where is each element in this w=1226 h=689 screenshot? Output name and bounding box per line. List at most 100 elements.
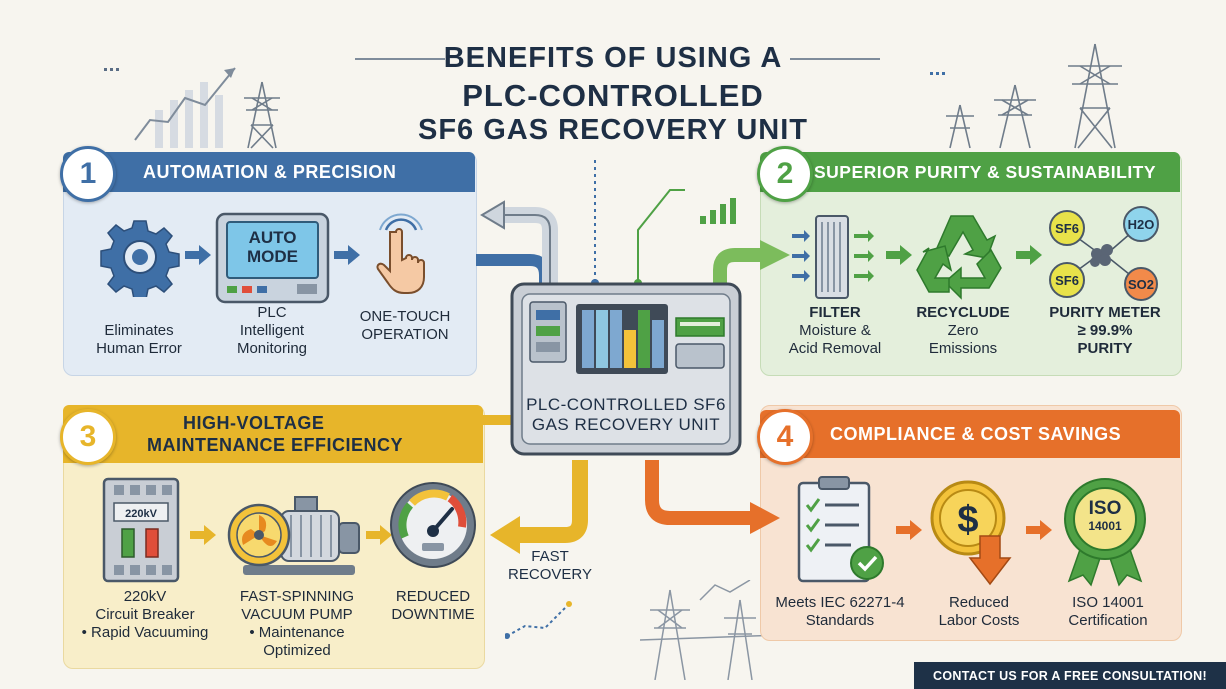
transmission-towers-sketch	[930, 43, 1122, 149]
center-unit-line1: PLC-CONTROLLED SF6	[526, 395, 726, 414]
plc-screen-line1: AUTO	[248, 228, 297, 247]
caption-plc-monitoring: PLC Intelligent Monitoring	[214, 304, 330, 358]
panel-3-number-text: 3	[79, 420, 97, 453]
panel-2-number-text: 2	[776, 157, 794, 190]
title-rule-left	[355, 58, 445, 60]
caption-recyclude: RECYCLUDE Zero Emissions	[905, 304, 1021, 358]
panel-1-title: AUTOMATION & PRECISION	[143, 161, 397, 182]
molecule-label-h2o: H2O	[1128, 217, 1155, 232]
consultation-button-label: CONTACT US FOR A FREE CONSULTATION!	[933, 668, 1207, 683]
panel-2-number: 2	[757, 146, 813, 202]
caption-line: ONE-TOUCH	[359, 308, 451, 325]
caption-line: FILTER	[809, 304, 861, 321]
caption-one-touch-operation: ONE-TOUCH OPERATION	[345, 308, 465, 344]
recycle-icon	[916, 215, 1002, 300]
arrow-right-icon	[334, 245, 360, 265]
arrow-right-icon	[886, 245, 912, 265]
gas-recovery-unit-icon	[510, 282, 742, 456]
dotted-trend-decoration	[505, 601, 572, 639]
caption-line: Eliminates	[104, 322, 174, 339]
arrow-right-icon	[185, 245, 211, 265]
page-title-line3: SF6 GAS RECOVERY UNIT	[417, 114, 808, 146]
caption-line: Human Error	[96, 340, 182, 357]
caption-eliminates-human-error: Eliminates Human Error	[78, 322, 200, 358]
caption-filter: FILTER Moisture & Acid Removal	[780, 304, 890, 358]
iso-badge-line1: ISO	[1088, 498, 1122, 519]
panel-1-number-text: 1	[79, 157, 97, 190]
plc-screen-text: AUTO MODE	[227, 228, 318, 266]
caption-line: Certification	[1068, 612, 1148, 629]
caption-line: Moisture &	[799, 322, 871, 339]
arrow-right-icon	[1026, 520, 1052, 540]
fast-recovery-label: FAST RECOVERY	[495, 548, 605, 584]
page-title-line2: PLC-CONTROLLED	[462, 78, 764, 113]
caption-reduced-downtime: REDUCED DOWNTIME	[378, 588, 488, 624]
panel-2-header: SUPERIOR PURITY & SUSTAINABILITY	[760, 152, 1180, 192]
caption-purity-meter: PURITY METER ≥ 99.9% PURITY	[1040, 304, 1170, 358]
caption-line: • Rapid Vacuuming	[81, 624, 209, 641]
molecule-label-so2: SO2	[1128, 277, 1154, 292]
iso-badge-text: ISO 14001	[1075, 498, 1135, 534]
panel-3-header: HIGH-VOLTAGE MAINTENANCE EFFICIENCY	[63, 405, 483, 463]
fast-recovery-line1: FAST	[531, 548, 569, 565]
caption-line: ISO 14001	[1072, 594, 1144, 611]
panel-2-title: SUPERIOR PURITY & SUSTAINABILITY	[814, 161, 1157, 182]
caption-line: Labor Costs	[938, 612, 1020, 629]
gauge-icon	[390, 482, 476, 568]
caption-iso-certification: ISO 14001 Certification	[1048, 594, 1168, 630]
caption-line: Monitoring	[236, 340, 308, 357]
gear-icon	[100, 220, 180, 297]
arrow-right-icon	[1016, 245, 1042, 265]
caption-line: FAST-SPINNING	[239, 588, 355, 605]
vacuum-pump-icon	[227, 496, 360, 575]
caption-reduced-labor-costs: Reduced Labor Costs	[924, 594, 1034, 630]
touch-hand-icon	[376, 213, 425, 294]
panel-1-header: AUTOMATION & PRECISION	[63, 152, 475, 192]
caption-line: REDUCED	[395, 588, 471, 605]
growth-chart-sketch	[104, 67, 236, 148]
caption-line: RECYCLUDE	[916, 304, 1010, 321]
arrow-right-icon	[190, 525, 216, 545]
caption-line: VACUUM PUMP	[241, 606, 353, 623]
fast-recovery-line2: RECOVERY	[508, 566, 592, 583]
transmission-tower-sketch	[244, 81, 280, 149]
signal-bars-icon	[700, 198, 736, 224]
panel-4-number: 4	[757, 409, 813, 465]
molecule-label-sf6: SF6	[1055, 273, 1079, 288]
caption-line: Acid Removal	[788, 340, 882, 357]
panel-4-header: COMPLIANCE & COST SAVINGS	[760, 410, 1180, 458]
panel-1-number: 1	[60, 146, 116, 202]
arrow-right-icon	[366, 525, 392, 545]
caption-line: Reduced	[948, 594, 1010, 611]
caption-vacuum-pump: FAST-SPINNING VACUUM PUMP • Maintenance …	[226, 588, 368, 660]
arrow-right-icon	[896, 520, 922, 540]
caption-line: 220kV	[123, 588, 167, 605]
iso-badge-line2: 14001	[1088, 519, 1122, 533]
dollar-coin-icon: $	[930, 480, 1012, 586]
caption-line: PURITY	[1077, 340, 1133, 357]
panel-3-title-line2: MAINTENANCE EFFICIENCY	[147, 435, 404, 455]
caption-line: PURITY METER	[1049, 304, 1161, 321]
filter-icon	[792, 215, 874, 299]
circuit-breaker-icon: 220kV	[102, 477, 180, 583]
caption-line: Meets IEC 62271-4	[775, 594, 905, 611]
caption-circuit-breaker: 220kV Circuit Breaker • Rapid Vacuuming	[70, 588, 220, 642]
caption-line: Emissions	[928, 340, 998, 357]
plc-screen-icon	[215, 212, 330, 304]
consultation-button[interactable]: CONTACT US FOR A FREE CONSULTATION!	[914, 662, 1226, 689]
panel-3-title-line1: HIGH-VOLTAGE	[183, 413, 325, 433]
caption-line: • Maintenance	[249, 624, 345, 641]
page-title-line1: BENEFITS OF USING A	[443, 42, 783, 74]
checklist-icon	[797, 476, 884, 583]
iso-badge-icon	[1064, 478, 1146, 587]
panel-4-number-text: 4	[776, 420, 794, 453]
panel-4-title: COMPLIANCE & COST SAVINGS	[830, 423, 1122, 444]
caption-line: Optimized	[263, 642, 331, 659]
center-unit-label: PLC-CONTROLLED SF6 GAS RECOVERY UNIT	[518, 395, 734, 435]
title-rule-right	[790, 58, 880, 60]
caption-iec-standards: Meets IEC 62271-4 Standards	[770, 594, 910, 630]
breaker-voltage-label: 220kV	[125, 508, 157, 520]
panel-3-number: 3	[60, 409, 116, 465]
caption-line: DOWNTIME	[391, 606, 475, 623]
caption-line: Circuit Breaker	[95, 606, 195, 623]
